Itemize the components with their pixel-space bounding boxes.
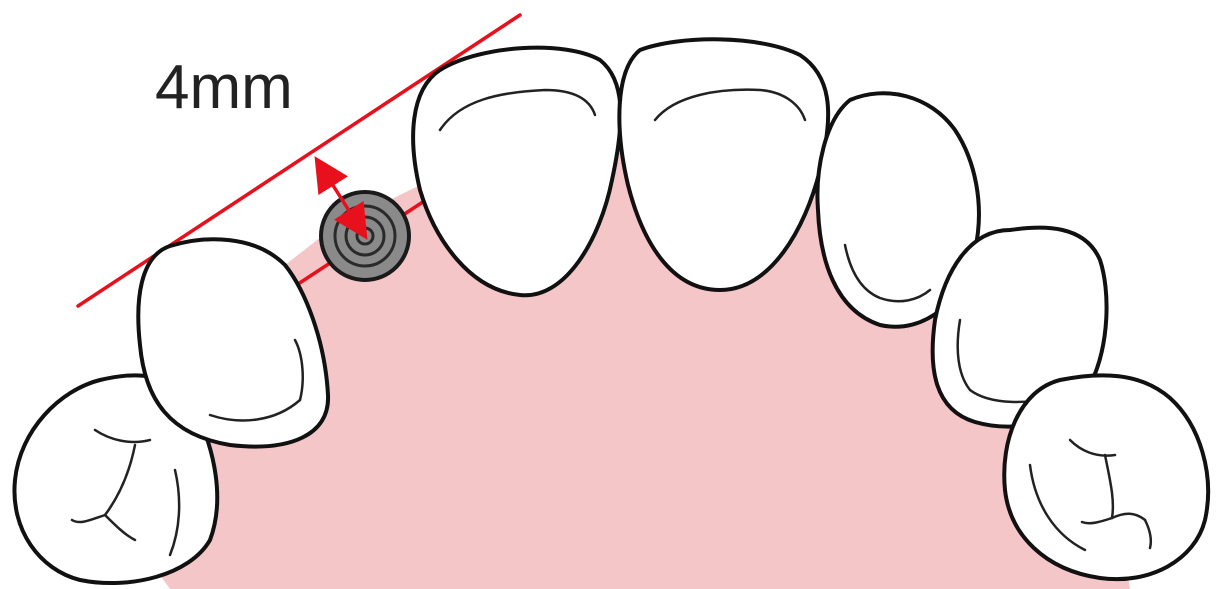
implant-site-icon	[321, 192, 409, 280]
measurement-label: 4mm	[155, 53, 293, 122]
right-molar-tooth	[1004, 375, 1208, 579]
